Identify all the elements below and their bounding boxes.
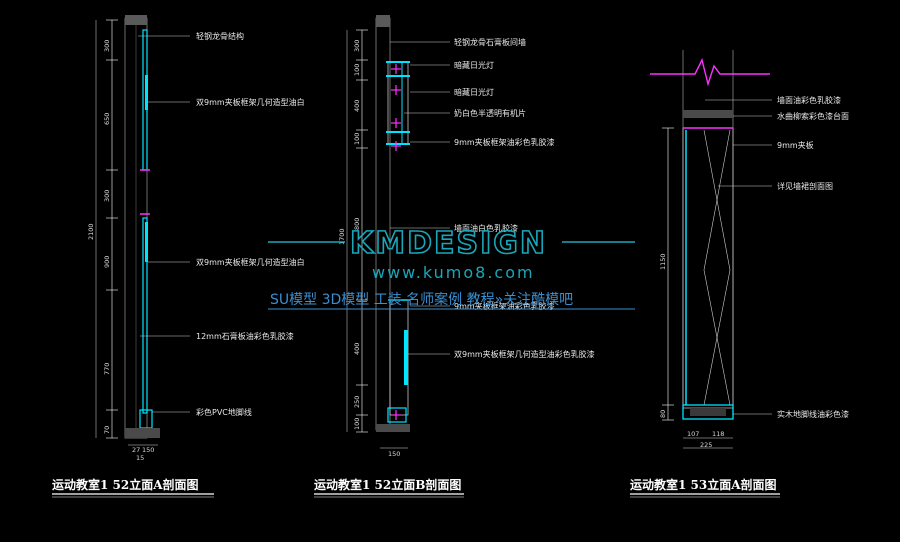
panel-a-2 <box>142 217 148 414</box>
label-b-7: 9mm夹板框架油彩色乳胶漆 <box>454 301 555 311</box>
skirting-c <box>682 404 734 420</box>
watermark-brand: KMDESIGN <box>350 226 547 261</box>
section-a: 300 650 300 2100 900 770 70 轻钢龙骨结构 双9mm夹… <box>52 15 305 498</box>
label-b-5: 9mm夹板框架油彩色乳胶漆 <box>454 137 555 147</box>
dim-c-2: 80 <box>659 410 667 418</box>
label-a-3: 双9mm夹板框架几何造型油白 <box>196 257 305 267</box>
panel-a-2-face <box>145 222 148 262</box>
watermark-tagline: SU模型 3D模型 工装 名师案例 教程»关注酷模吧 <box>270 291 573 308</box>
watermark: KMDESIGN www.kumo8.com SU模型 3D模型 工装 名师案例… <box>268 225 635 310</box>
bottom-dim-c-2: 118 <box>712 430 724 438</box>
dim-b-4: 100 <box>353 133 361 145</box>
title-section-a: 运动教室1 52立面A剖面图 <box>52 477 199 492</box>
label-b-3: 暗藏日光灯 <box>454 87 494 97</box>
label-c-4: 详见墙裙剖面图 <box>777 181 833 191</box>
dim-b-3: 400 <box>353 100 361 112</box>
label-c-2: 水曲柳索彩色漆台面 <box>777 111 849 121</box>
skirting-b <box>387 407 407 423</box>
label-a-4: 12mm石膏板油彩色乳胶漆 <box>196 331 294 341</box>
dim-a-2: 650 <box>103 113 111 125</box>
label-c-3: 9mm夹板 <box>777 140 814 150</box>
bottom-dim-a-2: 150 <box>142 446 154 454</box>
label-c-1: 墙面油彩色乳胶漆 <box>777 95 841 105</box>
dim-a-6: 70 <box>103 426 111 434</box>
label-c-5: 实木地脚线油彩色漆 <box>777 409 849 419</box>
title-section-c: 运动教室1 53立面A剖面图 <box>630 477 777 492</box>
fluorescent-markers-b <box>391 64 401 151</box>
dim-b-7: 250 <box>353 396 361 408</box>
label-b-1: 轻钢龙骨石膏板间墙 <box>454 37 526 47</box>
floor-hatch-b <box>376 424 410 432</box>
section-c: 1150 80 墙面油彩色乳胶漆 水曲柳索彩色漆台面 9mm夹板 详见墙裙剖面图… <box>630 50 849 498</box>
floor-hatch-a <box>125 428 160 438</box>
dim-b-5: 800 <box>353 218 361 230</box>
ceiling-hatch-b <box>376 15 390 27</box>
dim-b-1: 300 <box>353 40 361 52</box>
title-section-b: 运动教室1 52立面B剖面图 <box>314 477 461 492</box>
top-cap-c <box>683 110 733 118</box>
dado-frame-c <box>682 127 734 409</box>
break-line-c <box>650 57 770 87</box>
bottom-dim-c-3: 225 <box>700 441 712 449</box>
dim-a-total: 2100 <box>87 223 95 240</box>
label-a-2: 双9mm夹板框架几何造型油白 <box>196 97 305 107</box>
dim-c-1: 1150 <box>659 253 667 270</box>
dim-b-6: 400 <box>353 343 361 355</box>
dim-a-1: 300 <box>103 40 111 52</box>
panel-a-1-face <box>145 75 148 110</box>
label-a-5: 彩色PVC地脚线 <box>196 407 252 417</box>
label-a-1: 轻钢龙骨结构 <box>196 31 244 41</box>
bottom-dim-a-1: 27 <box>132 446 140 454</box>
ceiling-hatch-a <box>125 15 147 25</box>
dim-a-4: 900 <box>103 256 111 268</box>
label-b-6: 墙面油白色乳胶漆 <box>454 223 518 233</box>
bottom-dim-b-1: 150 <box>388 450 400 458</box>
dim-b-total: 1700 <box>338 228 346 245</box>
dim-a-5: 770 <box>103 363 111 375</box>
label-b-4: 奶白色半透明有机片 <box>454 108 526 118</box>
section-b: 300 100 400 100 800 1700 400 250 100 <box>314 15 595 498</box>
watermark-url: www.kumo8.com <box>372 263 535 282</box>
dim-b-8: 100 <box>353 418 361 430</box>
lower-panel-b-face <box>404 330 408 385</box>
dim-a-3: 300 <box>103 190 111 202</box>
label-b-8: 双9mm夹板框架几何造型油彩色乳胶漆 <box>454 349 595 359</box>
bottom-dim-c-1: 107 <box>687 430 699 438</box>
dim-b-2: 100 <box>353 64 361 76</box>
bottom-dim-a-3: 15 <box>136 454 144 462</box>
label-b-2: 暗藏日光灯 <box>454 60 494 70</box>
